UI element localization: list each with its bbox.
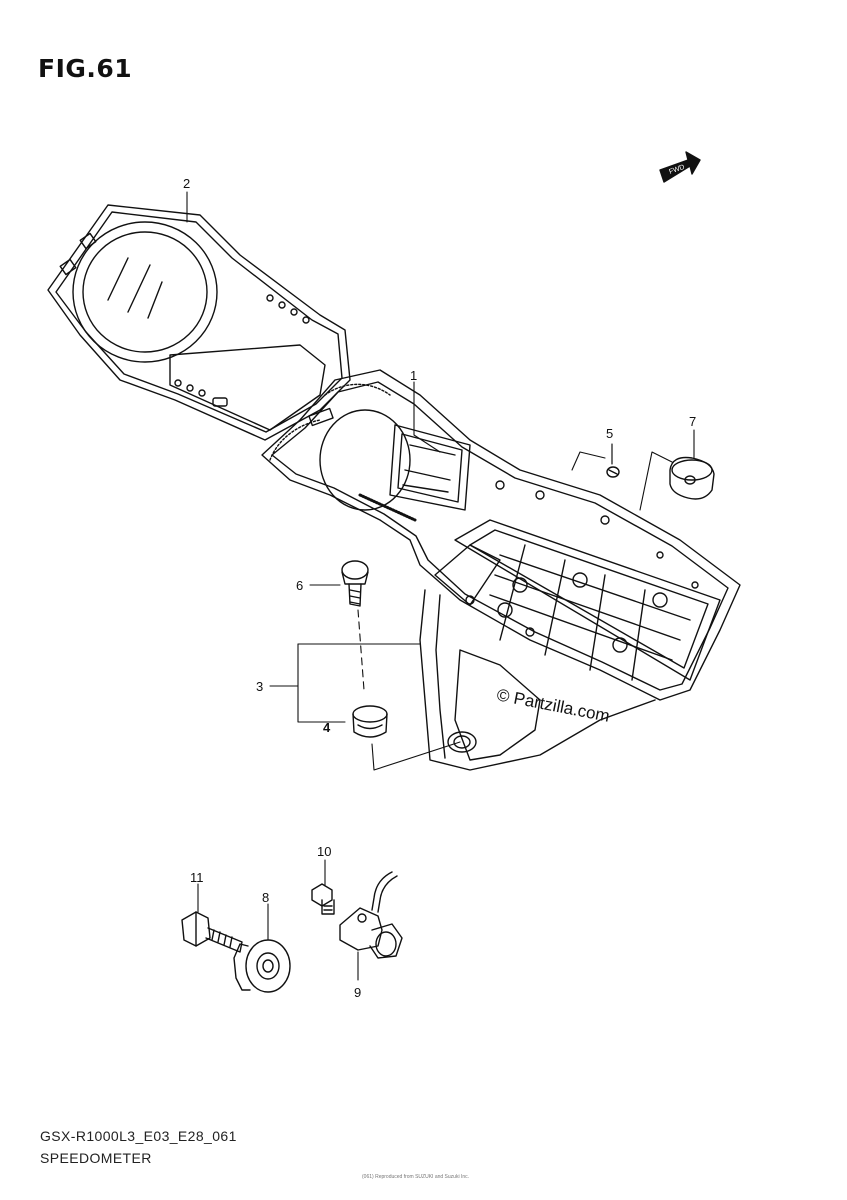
collar-part-8 xyxy=(233,939,291,993)
callout-9: 9 xyxy=(354,985,361,1000)
grommet-part-4 xyxy=(352,705,388,738)
lower-meter-case-part-3 xyxy=(419,589,656,771)
callout-11: 11 xyxy=(190,870,204,885)
callout-2: 2 xyxy=(183,176,190,191)
cushion-part-7 xyxy=(669,456,715,500)
callout-3: 3 xyxy=(256,679,263,694)
callout-7: 7 xyxy=(689,414,696,429)
callout-10: 10 xyxy=(317,844,331,859)
callout-1: 1 xyxy=(410,368,417,383)
callout-8: 8 xyxy=(262,890,269,905)
fwd-direction-icon: FWD xyxy=(659,151,701,183)
tiny-copyright: (061) Reproduced from SUZUKI and Suzuki … xyxy=(362,1174,470,1180)
bolt-part-11 xyxy=(181,911,243,953)
callout-5: 5 xyxy=(606,426,613,441)
bolt-part-6 xyxy=(341,560,369,607)
callout-6: 6 xyxy=(296,578,303,593)
figure-title: FIG.61 xyxy=(38,54,133,83)
speed-sensor-part-9 xyxy=(339,871,403,959)
screw-part-10 xyxy=(311,883,335,915)
meter-assembly-part-1 xyxy=(261,369,741,701)
partzilla-watermark: © Partzilla.com xyxy=(495,685,611,726)
callout-4: 4 xyxy=(323,720,331,735)
section-name: SPEEDOMETER xyxy=(40,1150,152,1166)
leader-lines xyxy=(186,191,695,981)
model-code: GSX-R1000L3_E03_E28_061 xyxy=(40,1128,237,1144)
screw-part-5 xyxy=(606,466,620,478)
meter-cover-part-2 xyxy=(47,204,351,441)
